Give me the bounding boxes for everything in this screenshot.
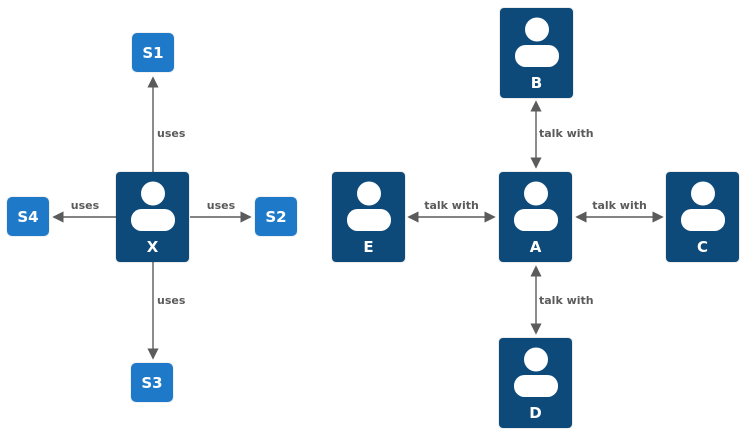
- node-s1[interactable]: S1: [132, 33, 174, 72]
- node-x[interactable]: X: [116, 172, 189, 262]
- node-s2[interactable]: S2: [255, 197, 297, 236]
- person-icon: [514, 17, 559, 67]
- node-s3-label: S3: [141, 373, 163, 392]
- node-s4[interactable]: S4: [7, 197, 49, 236]
- person-icon: [346, 181, 391, 231]
- node-a[interactable]: A: [499, 172, 572, 262]
- edge-label-a-d: talk with: [539, 294, 594, 307]
- node-b[interactable]: B: [500, 8, 573, 98]
- person-icon: [680, 181, 725, 231]
- node-a-label: A: [529, 238, 542, 256]
- person-icon: [513, 181, 558, 231]
- node-b-label: B: [530, 74, 543, 92]
- node-x-label: X: [146, 238, 159, 256]
- edge-label-x-s2: uses: [206, 199, 236, 212]
- node-c-label: C: [696, 238, 708, 256]
- edge-label-e-a: talk with: [424, 199, 479, 212]
- edge-label-b-a: talk with: [539, 127, 594, 140]
- edge-label-a-c: talk with: [592, 199, 647, 212]
- node-s2-label: S2: [265, 207, 287, 226]
- edge-label-x-s1: uses: [157, 127, 186, 140]
- edge-label-x-s3: uses: [157, 294, 186, 307]
- edge-label-x-s4: uses: [70, 199, 100, 212]
- person-icon: [513, 347, 558, 397]
- person-icon: [130, 181, 175, 231]
- node-s1-label: S1: [142, 43, 164, 62]
- node-e-label: E: [363, 238, 374, 256]
- node-c[interactable]: C: [666, 172, 739, 262]
- node-d[interactable]: D: [499, 338, 572, 428]
- node-s4-label: S4: [17, 207, 39, 226]
- node-d-label: D: [529, 404, 542, 422]
- node-s3[interactable]: S3: [131, 363, 173, 402]
- node-e[interactable]: E: [332, 172, 405, 262]
